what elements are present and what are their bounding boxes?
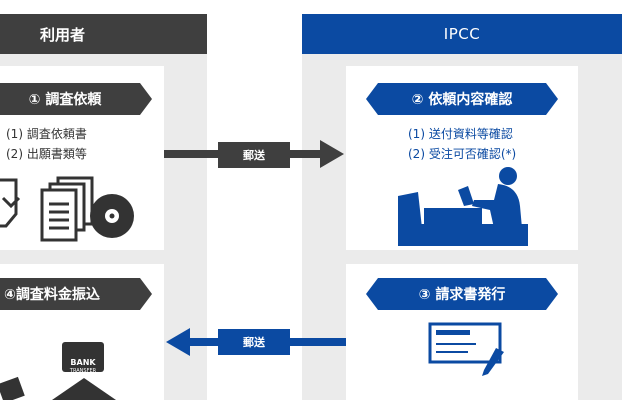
step3-card: ③ 請求書発行 [346, 264, 578, 400]
mail-label-bottom: 郵送 [218, 329, 290, 355]
user-column-title: 利用者 [40, 25, 86, 44]
user-column-header: 利用者 [0, 14, 207, 54]
step2-banner-shape [366, 83, 558, 115]
step3-banner-shape [366, 278, 558, 310]
bank-transfer-icon [0, 342, 116, 400]
ipcc-column-title: IPCC [443, 25, 481, 43]
step1-banner-shape [0, 83, 152, 115]
invoice-pen-icon [428, 322, 504, 376]
step2-item-2: (2) 受注可否確認(*) [408, 147, 517, 161]
mail-label-top: 郵送 [218, 142, 290, 168]
step2-card: ② 依頼内容確認 (1) 送付資料等確認 (2) 受注可否確認(*) [346, 66, 578, 250]
step1-item-2: (2) 出願書類等 [6, 147, 87, 161]
step2-item-1: (1) 送付資料等確認 [408, 127, 513, 141]
step2-title: ② 依頼内容確認 [411, 92, 513, 108]
documents-icon [0, 176, 134, 242]
step4-card: ④調査料金振込 BANK TRANSFER [0, 264, 164, 400]
bank-sign-line1: BANK [70, 358, 96, 367]
step1-card: ① 調査依頼 (1) 調査依頼書 (2) 出願書類等 [0, 66, 164, 250]
step1-item-1: (1) 調査依頼書 [6, 127, 87, 141]
worker-at-desk-icon [398, 167, 528, 246]
step3-title: ③ 請求書発行 [418, 287, 506, 303]
step4-title: ④調査料金振込 [4, 287, 100, 303]
ipcc-column-header: IPCC [302, 14, 622, 54]
step4-banner-shape [0, 278, 152, 310]
bank-sign-line2: TRANSFER [69, 368, 97, 374]
step1-title: ① 調査依頼 [28, 92, 102, 108]
